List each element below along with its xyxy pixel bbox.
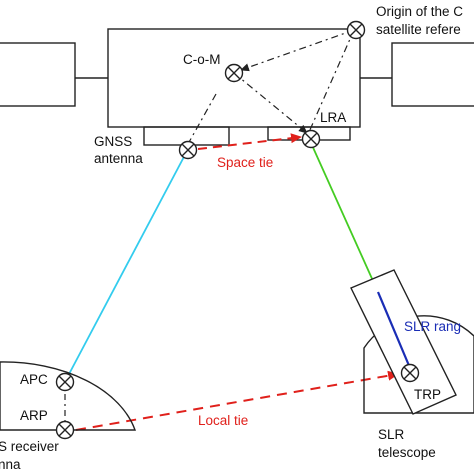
slr-range-label: SLR rang xyxy=(404,319,461,334)
com-symbol-icon xyxy=(224,63,244,83)
origin-to-com-vector xyxy=(240,29,355,72)
slr-telescope-mount xyxy=(363,315,474,414)
slr-telescope-label-line2: telescope xyxy=(378,445,436,460)
gnss-link xyxy=(67,152,187,377)
gnss-receiver-label-line2: nna xyxy=(0,457,21,472)
slr-telescope-label-line1: SLR xyxy=(378,427,405,442)
gnss-antenna-label-line1: GNSS xyxy=(94,134,132,149)
solar-panel-right xyxy=(391,42,474,107)
apc-label: APC xyxy=(20,372,48,387)
gnss-receiver-dome xyxy=(0,361,136,431)
slr-telescope-tube xyxy=(350,269,457,415)
com-to-gnss-vector xyxy=(187,93,217,145)
apc-symbol-icon xyxy=(55,372,75,392)
arp-symbol-icon xyxy=(55,420,75,440)
trp-label: TRP xyxy=(414,387,441,402)
com-label: C-o-M xyxy=(183,52,221,67)
arp-label: ARP xyxy=(20,408,48,423)
local-tie-label: Local tie xyxy=(198,413,248,428)
origin-to-lra-vector xyxy=(308,29,355,133)
local-tie-arrow xyxy=(75,370,399,431)
slr-range-in-tube xyxy=(376,291,412,369)
origin-label-line2: satellite refere xyxy=(376,22,461,37)
space-tie-arrow xyxy=(197,133,302,150)
space-tie-label: Space tie xyxy=(217,155,273,170)
gnss-antenna-symbol-icon xyxy=(178,140,198,160)
gnss-receiver-label-line1: S receiver xyxy=(0,439,59,454)
lra-symbol-icon xyxy=(301,129,321,149)
trp-symbol-icon xyxy=(400,363,420,383)
gnss-antenna-label-line2: antenna xyxy=(94,151,143,166)
slr-link xyxy=(310,142,379,293)
com-to-lra-vector xyxy=(233,72,308,134)
solar-panel-left xyxy=(0,42,76,107)
origin-label-line1: Origin of the C xyxy=(376,4,463,19)
origin-symbol-icon xyxy=(346,20,366,40)
lra-label: LRA xyxy=(320,110,346,125)
